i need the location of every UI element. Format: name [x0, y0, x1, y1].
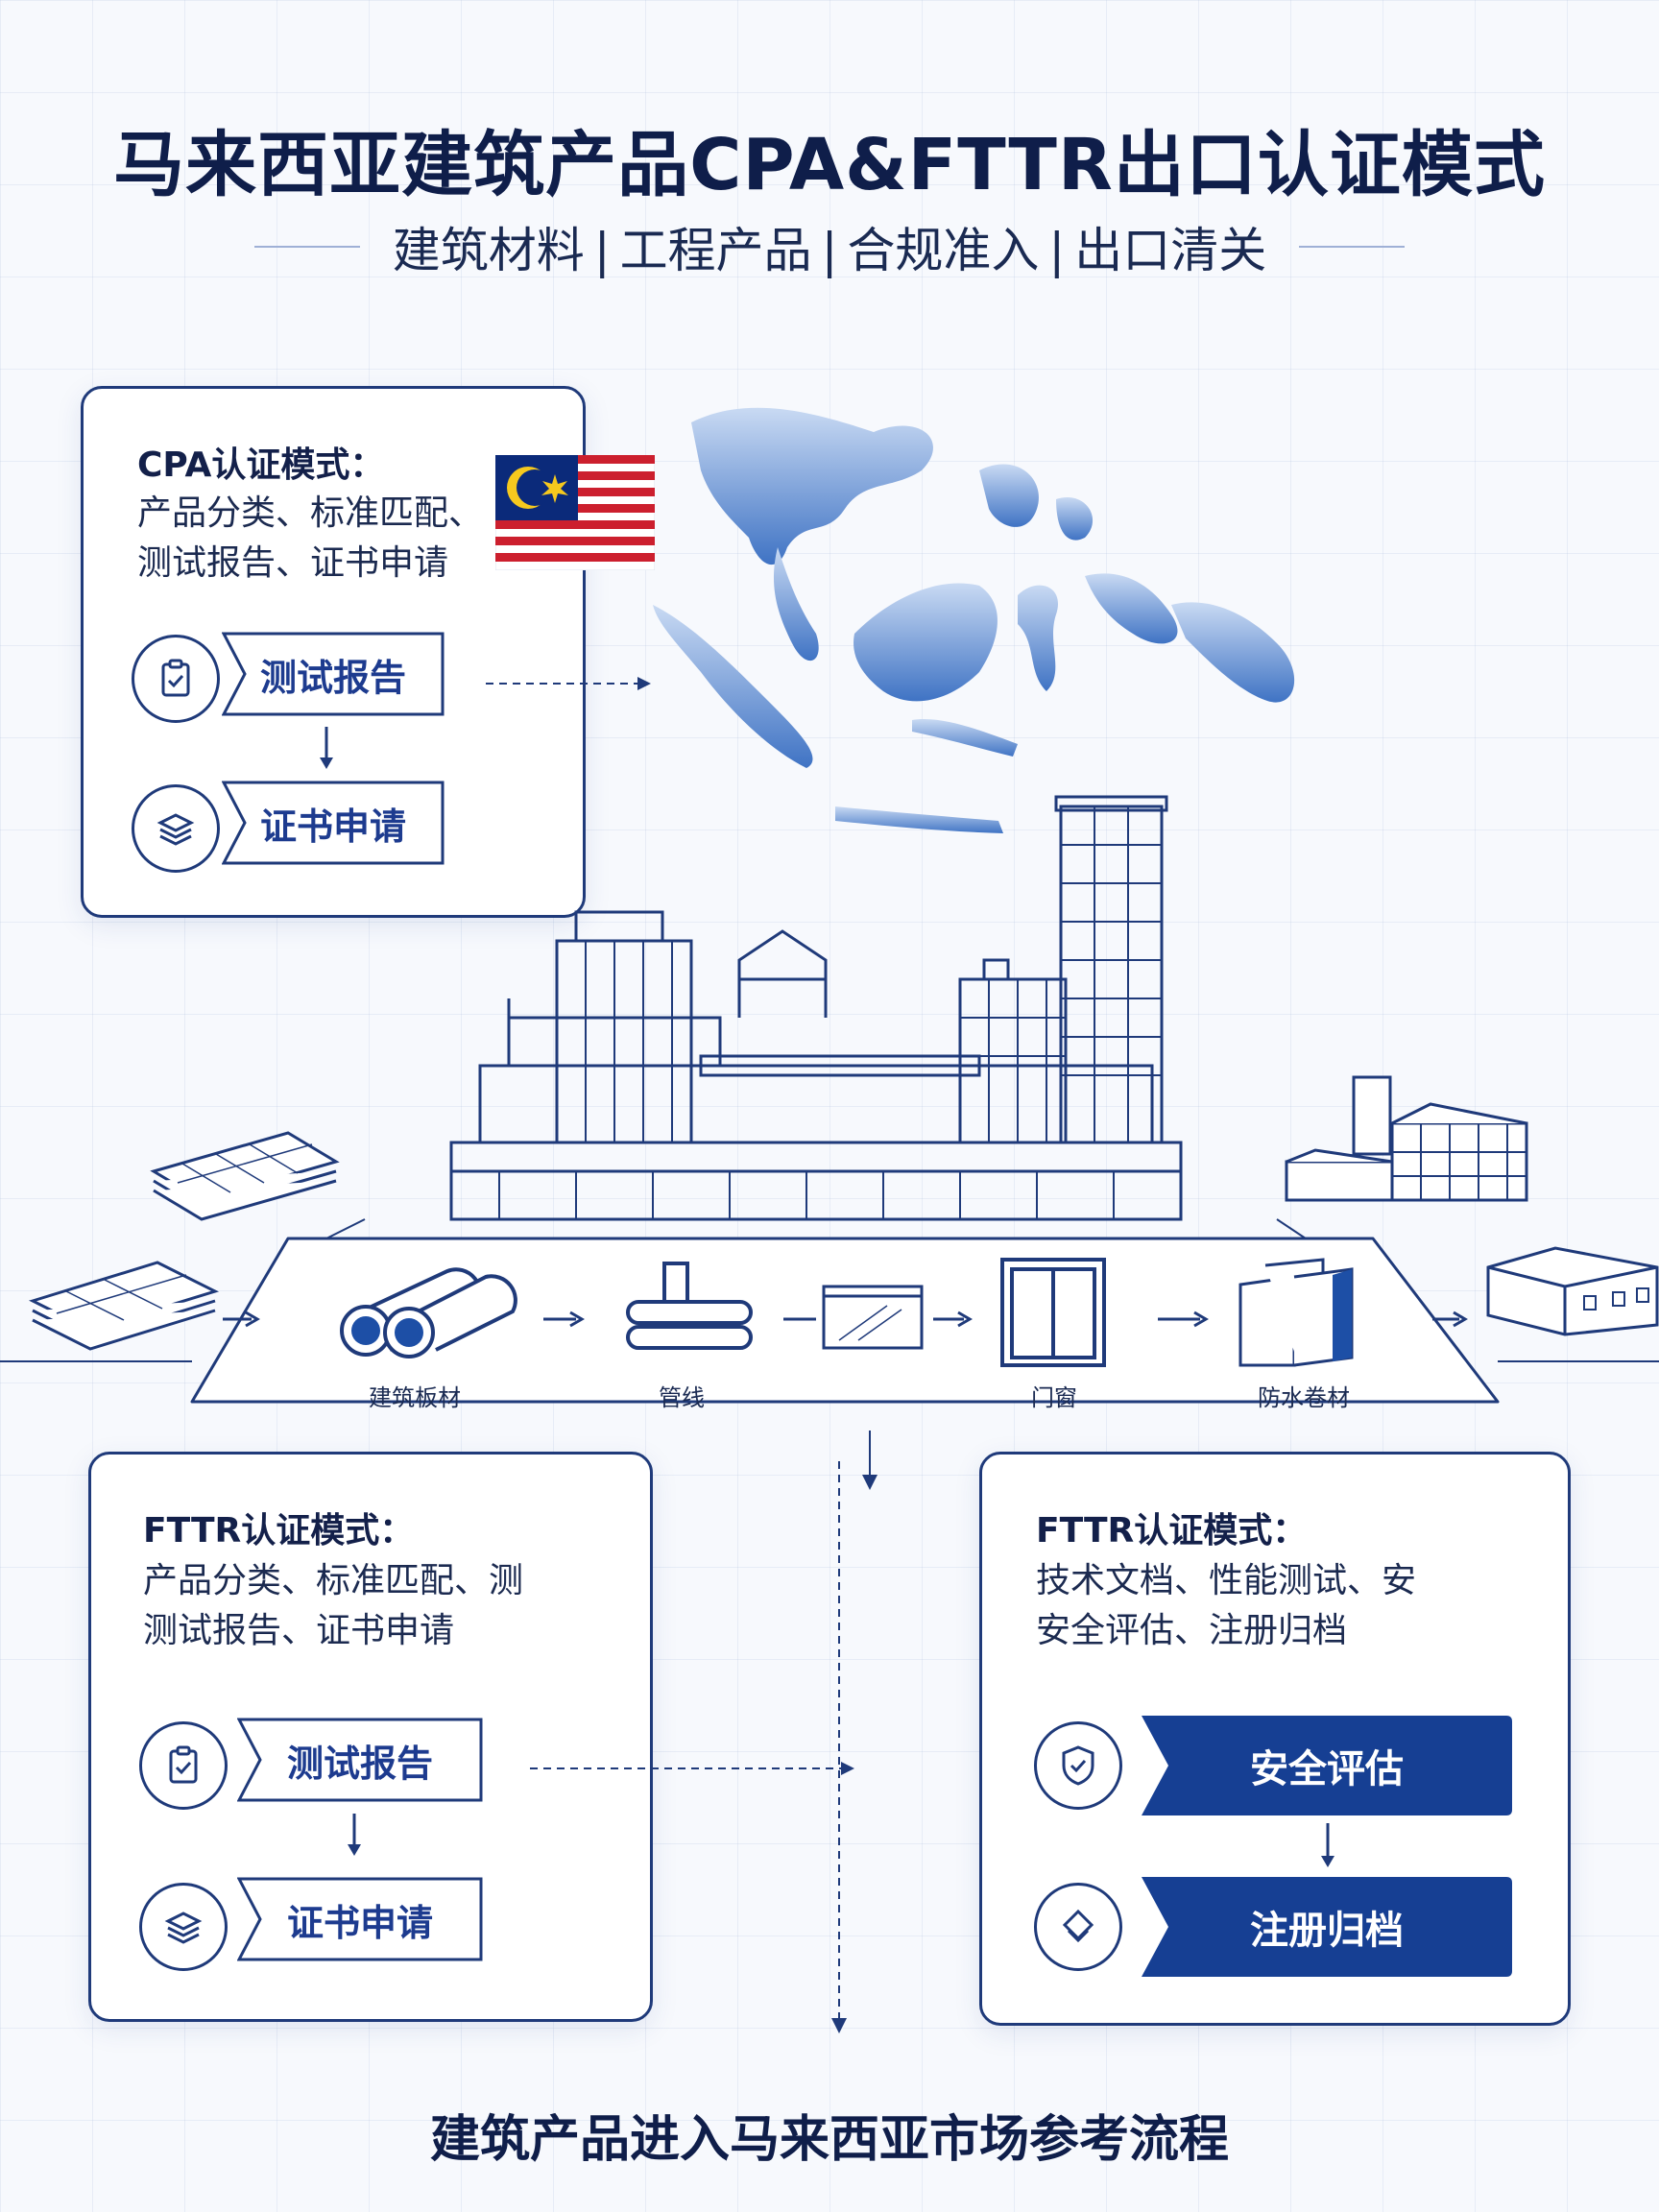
- solar-panels-stack-icon: [150, 1131, 340, 1221]
- subtitle-item-1: 建筑材料: [392, 223, 585, 278]
- buildings-illustration: [449, 795, 1183, 1221]
- fttr-right-step-registration[interactable]: 注册归档: [1142, 1877, 1512, 1977]
- page-title: 马来西亚建筑产品CPA&FTTR出口认证模式: [113, 124, 1546, 206]
- subtitle-item-2: 工程产品: [619, 223, 812, 278]
- down-arrow-icon: [320, 727, 333, 769]
- glass-panel-icon: [822, 1285, 924, 1350]
- cpa-step-1-label: 测试报告: [259, 656, 406, 699]
- product-label-pipes: 管线: [659, 1384, 705, 1411]
- cpa-card-desc: 产品分类、标准匹配、 测试报告、证书申请: [137, 489, 483, 589]
- fttr-right-step-safety-assessment[interactable]: 安全评估: [1142, 1716, 1512, 1815]
- fttr-left-step-certificate[interactable]: 证书申请: [237, 1877, 483, 1961]
- cpa-step-certificate[interactable]: 证书申请: [222, 781, 445, 865]
- center-flow-connector: [831, 1431, 878, 2033]
- shield-check-icon: [1034, 1721, 1122, 1810]
- factory-icon: [1486, 1246, 1659, 1336]
- footer-caption: 建筑产品进入马来西亚市场参考流程: [429, 2111, 1229, 2169]
- southeast-asia-map: [653, 407, 1295, 833]
- fttr-left-step-1-label: 测试报告: [286, 1742, 433, 1785]
- fttr-left-card-title: FTTR认证模式：: [143, 1511, 415, 1551]
- fttr-left-desc-line-1: 产品分类、标准匹配、测: [143, 1561, 524, 1600]
- stacked-layers-icon: [132, 784, 220, 873]
- cpa-step-test-report[interactable]: 测试报告: [222, 632, 445, 716]
- subtitle: 建筑材料|工程产品|合规准入|出口清关: [393, 212, 1267, 281]
- subtitle-right-rule: [1299, 246, 1406, 248]
- cpa-to-map-connector: [486, 677, 651, 690]
- subtitle-bar: 建筑材料|工程产品|合规准入|出口清关: [0, 213, 1659, 280]
- down-arrow-icon: [348, 1814, 361, 1856]
- subtitle-left-rule: [253, 246, 360, 248]
- fttr-right-step-2-label: 注册归档: [1250, 1909, 1404, 1953]
- fttr-right-card-desc: 技术文档、性能测试、安 安全评估、注册归档: [1036, 1556, 1416, 1656]
- cpa-desc-line-1: 产品分类、标准匹配、: [137, 493, 484, 533]
- subtitle-separator: |: [593, 223, 611, 278]
- pipes-icon: [340, 1267, 517, 1358]
- stacked-layers-icon: [139, 1883, 228, 1971]
- malaysia-flag-icon: [495, 455, 655, 570]
- fttr-left-step-2-label: 证书申请: [286, 1901, 433, 1944]
- fttr-left-step-test-report[interactable]: 测试报告: [237, 1718, 483, 1802]
- waterproof-roll-icon: [1238, 1258, 1354, 1367]
- solar-panels-left-icon: [28, 1261, 220, 1351]
- fttr-cards-connector: [530, 1762, 854, 1775]
- down-arrow-icon: [1321, 1823, 1334, 1867]
- product-label-boards: 建筑板材: [369, 1384, 461, 1411]
- cpa-step-2-label: 证书申请: [259, 805, 406, 848]
- fttr-right-step-1-label: 安全评估: [1250, 1747, 1404, 1791]
- clipboard-check-icon: [132, 635, 220, 723]
- fttr-right-desc-line-2: 安全评估、注册归档: [1036, 1611, 1348, 1650]
- subtitle-item-4: 出口清关: [1074, 223, 1267, 278]
- product-label-doors-windows: 门窗: [1031, 1384, 1077, 1411]
- fttr-right-card: FTTR认证模式： 技术文档、性能测试、安 安全评估、注册归档 安全评估 注册归…: [979, 1452, 1571, 2026]
- clipboard-check-icon: [139, 1721, 228, 1810]
- cpa-card-title: CPA认证模式：: [137, 445, 385, 485]
- warehouse-icon: [1285, 1075, 1528, 1202]
- cpa-desc-line-2: 测试报告、证书申请: [137, 543, 449, 583]
- subtitle-separator: |: [1048, 223, 1066, 278]
- fttr-left-card-desc: 产品分类、标准匹配、测 测试报告、证书申请: [143, 1556, 523, 1656]
- diamond-layers-icon: [1034, 1883, 1122, 1971]
- fttr-left-desc-line-2: 测试报告、证书申请: [143, 1611, 455, 1650]
- fttr-right-desc-line-1: 技术文档、性能测试、安: [1036, 1561, 1417, 1600]
- fttr-right-card-title: FTTR认证模式：: [1036, 1511, 1308, 1551]
- subtitle-separator: |: [821, 223, 838, 278]
- product-label-waterproof: 防水卷材: [1258, 1384, 1350, 1411]
- subtitle-item-3: 合规准入: [847, 223, 1040, 278]
- pipe-fitting-icon: [626, 1262, 753, 1350]
- window-frame-icon: [1000, 1258, 1106, 1367]
- fttr-left-card: FTTR认证模式： 产品分类、标准匹配、测 测试报告、证书申请 测试报告 证书申…: [88, 1452, 653, 2022]
